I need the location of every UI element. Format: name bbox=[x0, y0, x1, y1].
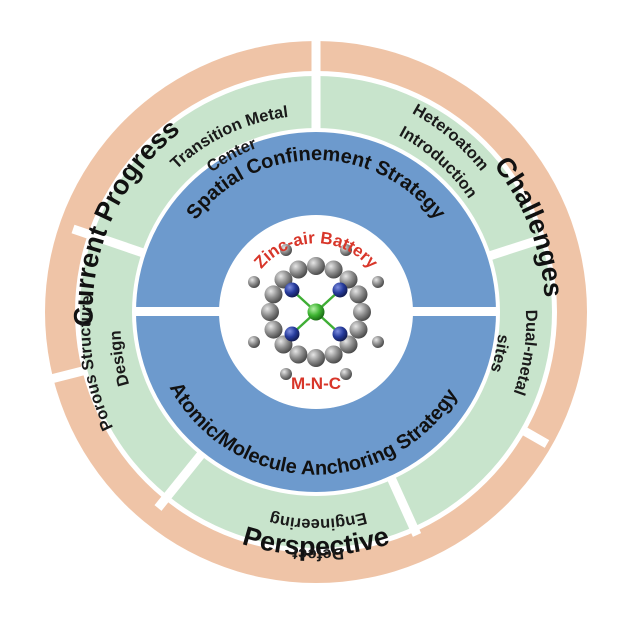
metal-atom bbox=[307, 303, 325, 321]
carbon-atom bbox=[307, 257, 325, 275]
carbon-atom bbox=[349, 285, 368, 304]
carbon-atom-outer bbox=[280, 244, 292, 256]
label-mnc: M-N-C bbox=[291, 374, 341, 393]
carbon-atom bbox=[264, 285, 283, 304]
carbon-atom bbox=[261, 303, 279, 321]
carbon-atom-outer bbox=[280, 368, 292, 380]
nitrogen-atom bbox=[284, 282, 300, 298]
carbon-atom-outer bbox=[248, 336, 260, 348]
nitrogen-atom bbox=[284, 326, 300, 342]
nitrogen-atom bbox=[332, 282, 348, 298]
carbon-atom bbox=[289, 260, 308, 279]
carbon-atom-outer bbox=[372, 276, 384, 288]
carbon-atom bbox=[264, 320, 283, 339]
carbon-atom-outer bbox=[340, 244, 352, 256]
mnc-molecule-model bbox=[248, 244, 384, 380]
carbon-atom bbox=[353, 303, 371, 321]
carbon-atom bbox=[324, 345, 343, 364]
nitrogen-atom bbox=[332, 326, 348, 342]
carbon-atom-outer bbox=[340, 368, 352, 380]
carbon-atom bbox=[289, 345, 308, 364]
carbon-atom bbox=[349, 320, 368, 339]
carbon-atom-outer bbox=[248, 276, 260, 288]
label-defect-1: Defect bbox=[291, 544, 345, 564]
carbon-atom bbox=[307, 349, 325, 367]
carbon-atom bbox=[324, 260, 343, 279]
carbon-atom-outer bbox=[372, 336, 384, 348]
